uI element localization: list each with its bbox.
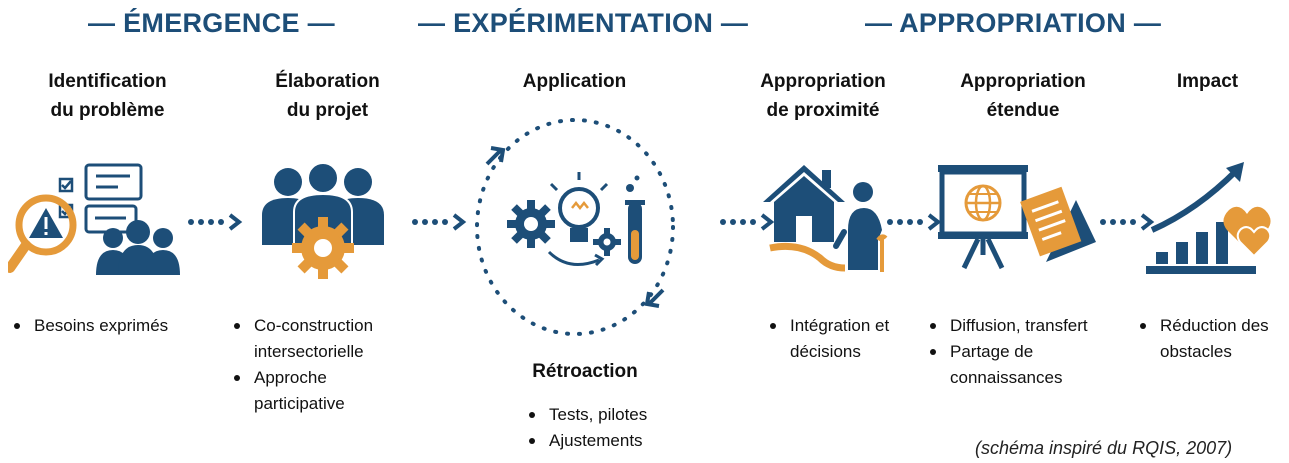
- bullets-identification: Besoins exprimés: [10, 313, 210, 339]
- bullet-text: Partage de connaissances: [950, 342, 1063, 387]
- feedback-title: Rétroaction: [532, 361, 638, 382]
- list-item: Ajustements: [525, 428, 685, 454]
- dotted-arrow-icon: [720, 213, 775, 231]
- list-item: Co-construction intersectorielle: [230, 313, 405, 365]
- stage-title-line: Élaboration: [275, 71, 380, 92]
- bullets-appropriation-proximite: Intégration et décisions: [766, 313, 896, 365]
- bullet-text: Réduction des obstacles: [1160, 316, 1269, 361]
- bullet-text: Intégration et décisions: [790, 316, 890, 361]
- stage-title-line: Impact: [1176, 71, 1239, 92]
- stage-title-impact: Impact: [1140, 67, 1275, 96]
- list-item: Diffusion, transfert: [926, 313, 1126, 339]
- stage-title-line: de proximité: [766, 100, 880, 121]
- stage-title-appropriation-proximite: Appropriation de proximité: [738, 67, 908, 125]
- problem-identification-icon: [8, 163, 180, 275]
- bullet-text: Besoins exprimés: [34, 316, 169, 335]
- stage-title-line: étendue: [986, 100, 1060, 121]
- bullet-text: Ajustements: [549, 431, 643, 450]
- stage-title-application: Application: [487, 67, 662, 96]
- stage-title-line: Identification: [48, 71, 167, 92]
- dotted-arrow-icon: [887, 213, 942, 231]
- team-gear-icon: [262, 162, 384, 279]
- growth-chart-heart-icon: [1146, 162, 1272, 274]
- list-item: Intégration et décisions: [766, 313, 896, 365]
- list-item: Tests, pilotes: [525, 402, 685, 428]
- list-item: Partage de connaissances: [926, 339, 1100, 391]
- stage-title-line: Appropriation: [760, 71, 886, 92]
- dotted-arrow-icon: [1100, 213, 1155, 231]
- dotted-arrow-icon: [188, 213, 243, 231]
- list-item: Besoins exprimés: [10, 313, 210, 339]
- bullets-feedback: Tests, pilotes Ajustements: [525, 402, 685, 454]
- stage-title-identification: Identification du problème: [20, 67, 195, 125]
- source-caption: (schéma inspiré du RQIS, 2007): [975, 438, 1233, 458]
- bullet-text: Approche participative: [254, 368, 345, 413]
- bullets-elaboration: Co-construction intersectorielle Approch…: [230, 313, 405, 417]
- stage-title-elaboration: Élaboration du projet: [240, 67, 415, 125]
- bullets-appropriation-etendue: Diffusion, transfert Partage de connaiss…: [926, 313, 1126, 391]
- bullet-text: Co-construction intersectorielle: [254, 316, 374, 361]
- innovation-cycle-icon: [475, 118, 675, 336]
- dotted-arrow-icon: [412, 213, 467, 231]
- phase-experimentation: — EXPÉRIMENTATION —: [418, 8, 749, 38]
- stage-title-appropriation-etendue: Appropriation étendue: [933, 67, 1113, 125]
- house-elder-icon: [763, 165, 888, 272]
- bullet-text: Diffusion, transfert: [950, 316, 1088, 335]
- list-item: Réduction des obstacles: [1136, 313, 1286, 365]
- list-item: Approche participative: [230, 365, 405, 417]
- bullet-text: Tests, pilotes: [549, 405, 648, 424]
- stage-title-line: Appropriation: [960, 71, 1086, 92]
- phase-appropriation: — APPROPRIATION —: [865, 8, 1162, 38]
- presentation-board-icon: [938, 165, 1096, 270]
- stage-title-line: du problème: [50, 100, 165, 121]
- stage-title-line: Application: [522, 71, 627, 92]
- stage-title-line: du projet: [286, 100, 369, 121]
- bullets-impact: Réduction des obstacles: [1136, 313, 1286, 365]
- phase-emergence: — ÉMERGENCE —: [88, 8, 335, 38]
